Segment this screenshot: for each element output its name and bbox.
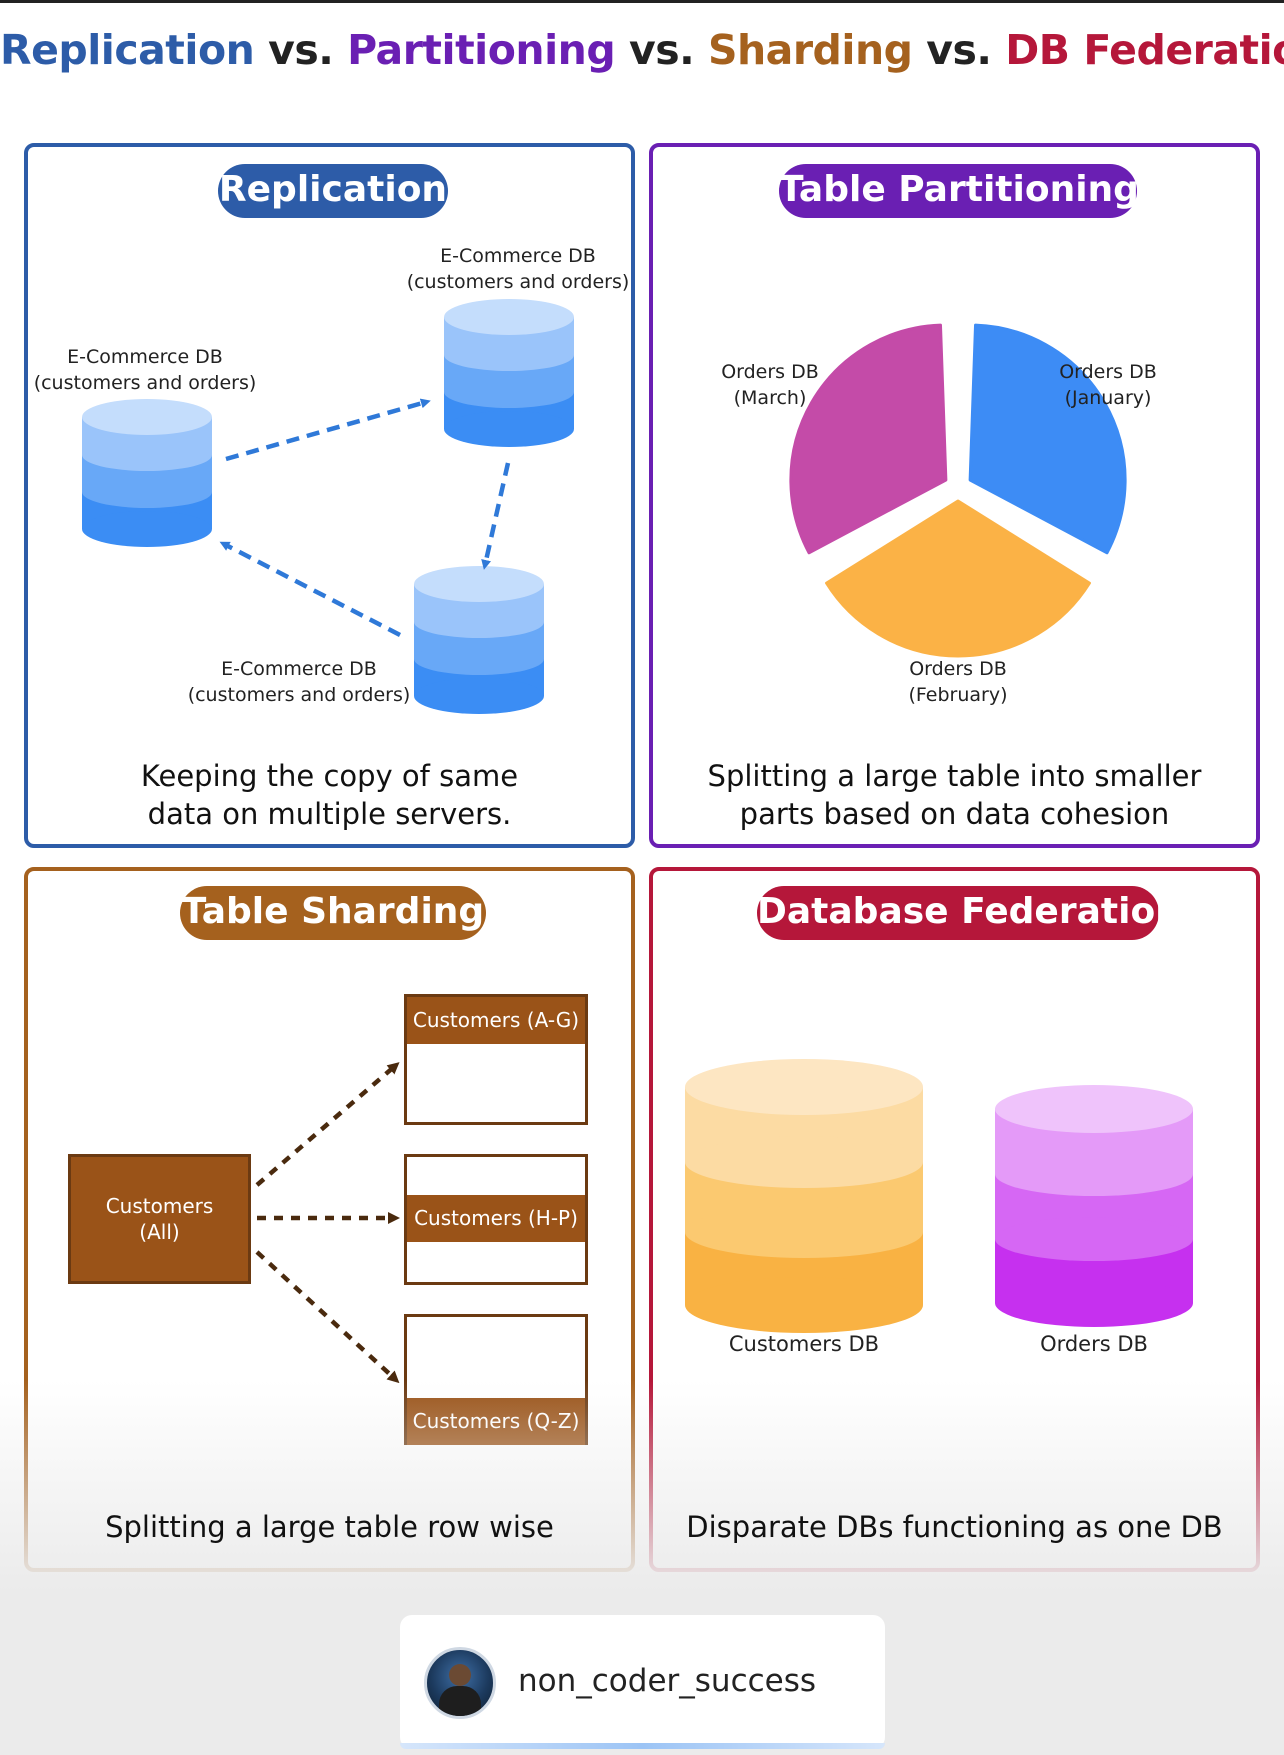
- federation-panel: Database Federation Customers DB Orders …: [649, 867, 1260, 1572]
- customers-database-icon: [685, 1059, 923, 1333]
- customers-all-table: Customers (All): [68, 1154, 251, 1284]
- avatar[interactable]: [424, 1647, 496, 1719]
- pie-slice-january: [968, 323, 1127, 555]
- sharding-arrows: [255, 1062, 400, 1384]
- db-label-left: E-Commerce DB (customers and orders): [33, 346, 257, 394]
- profile-username[interactable]: non_coder_success: [518, 1663, 817, 1699]
- shard-table-a-g: Customers (A-G): [404, 994, 588, 1125]
- slice-label-march: Orders DB (March): [721, 361, 819, 409]
- database-icon-left: [82, 399, 212, 547]
- orders-database-icon: [995, 1085, 1193, 1327]
- page-title: Replication vs. Partitioning vs. Shardin…: [0, 26, 1284, 74]
- slice-label-january: Orders DB (January): [1059, 361, 1157, 409]
- title-replication: Replication: [0, 26, 255, 74]
- replication-arrow-bottom-to-left: [219, 541, 402, 637]
- db-label-top: E-Commerce DB (customers and orders): [406, 245, 630, 293]
- replication-diagram: [82, 299, 574, 714]
- shard-arrow-up: [255, 1062, 400, 1187]
- customers-db-label: Customers DB: [728, 1332, 880, 1356]
- avatar-body: [439, 1686, 481, 1716]
- orders-db-label: Orders DB: [1040, 1332, 1148, 1356]
- replication-panel-title: Replication: [218, 164, 448, 218]
- sharding-panel-title: Table Sharding: [180, 886, 486, 940]
- title-vs: vs.: [254, 26, 348, 74]
- title-sharding: Sharding: [707, 26, 913, 74]
- federation-caption: Disparate DBs functioning as one DB: [686, 1510, 1223, 1544]
- database-icon-bottom: [414, 566, 544, 714]
- top-border: [0, 0, 1284, 3]
- partitioning-panel: Table Partitioning Orders DB (January) O…: [649, 143, 1260, 848]
- shard-arrow-down: [255, 1250, 400, 1384]
- federation-databases: [685, 1059, 1193, 1333]
- sharding-caption: Splitting a large table row wise: [105, 1510, 554, 1544]
- database-icon-top: [444, 299, 574, 447]
- replication-arrow-top-to-bottom: [481, 462, 511, 570]
- shard-header: Customers (A-G): [407, 997, 585, 1044]
- federation-panel-title: Database Federation: [757, 886, 1181, 940]
- shard-table-h-p: Customers (H-P): [404, 1154, 588, 1285]
- card-underline: [400, 1743, 885, 1749]
- replication-caption: Keeping the copy of same data on multipl…: [140, 759, 519, 831]
- partitioning-pie-chart: [789, 323, 1127, 658]
- title-vs: vs.: [615, 26, 708, 74]
- sharding-panel: Table Sharding Customers (All) Customers…: [24, 867, 635, 1572]
- title-federation: DB Federation: [1005, 26, 1284, 74]
- title-partitioning: Partitioning: [347, 26, 616, 74]
- slice-label-february: Orders DB (February): [908, 658, 1008, 706]
- shard-header: Customers (H-P): [407, 1195, 585, 1242]
- avatar-head: [449, 1664, 471, 1686]
- partitioning-caption: Splitting a large table into smaller par…: [707, 759, 1202, 831]
- db-label-bottom: E-Commerce DB (customers and orders): [187, 658, 411, 706]
- replication-arrow-left-to-top: [225, 398, 431, 462]
- pie-slice-february: [825, 499, 1091, 658]
- partitioning-panel-title: Table Partitioning: [779, 164, 1139, 218]
- profile-card[interactable]: non_coder_success: [400, 1615, 885, 1749]
- pie-slice-march: [789, 323, 948, 555]
- title-vs: vs.: [912, 26, 1006, 74]
- replication-panel: Replication: [24, 143, 635, 848]
